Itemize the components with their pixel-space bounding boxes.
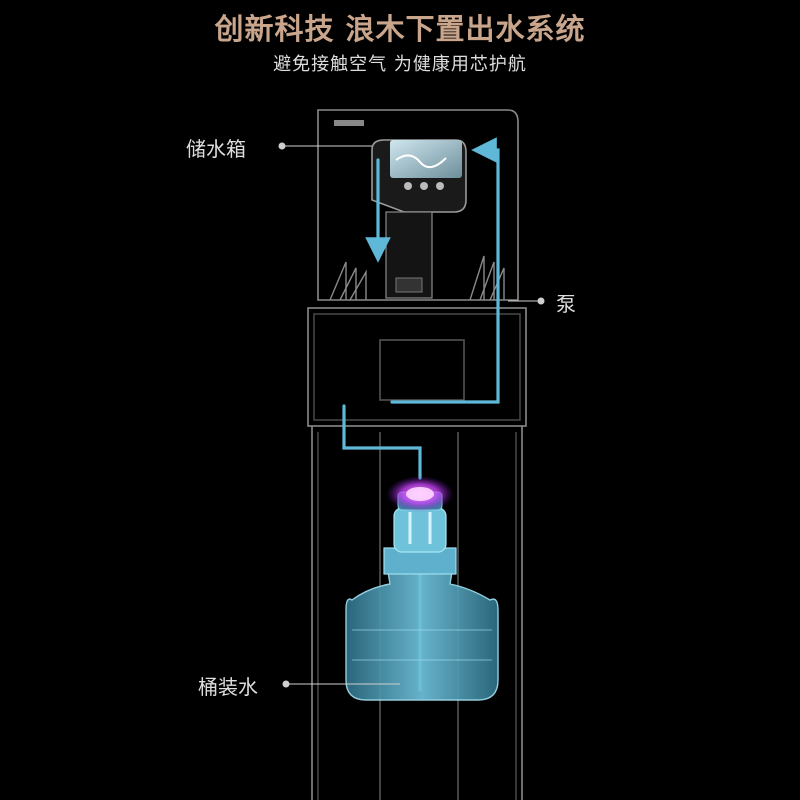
page-subtitle: 避免接触空气 为健康用芯护航: [273, 54, 527, 75]
control-button-icon: [436, 182, 444, 190]
side-fins: [329, 255, 505, 301]
callout-bucket-label: 桶装水: [198, 675, 258, 699]
uv-sterilizer-glow: [386, 476, 454, 512]
water-bottle: [345, 491, 499, 701]
control-button-icon: [404, 182, 412, 190]
storage-tank: [334, 120, 467, 299]
control-button-icon: [420, 182, 428, 190]
tank-water-panel: [390, 140, 462, 178]
brand-logo: [334, 120, 364, 126]
callout-leaders: [278, 142, 545, 688]
page-title: 创新科技 浪木下置出水系统: [214, 12, 586, 46]
dispenser-label: [395, 277, 423, 293]
callout-pump-label: 泵: [556, 292, 576, 316]
callout-tank-label: 储水箱: [186, 137, 246, 161]
